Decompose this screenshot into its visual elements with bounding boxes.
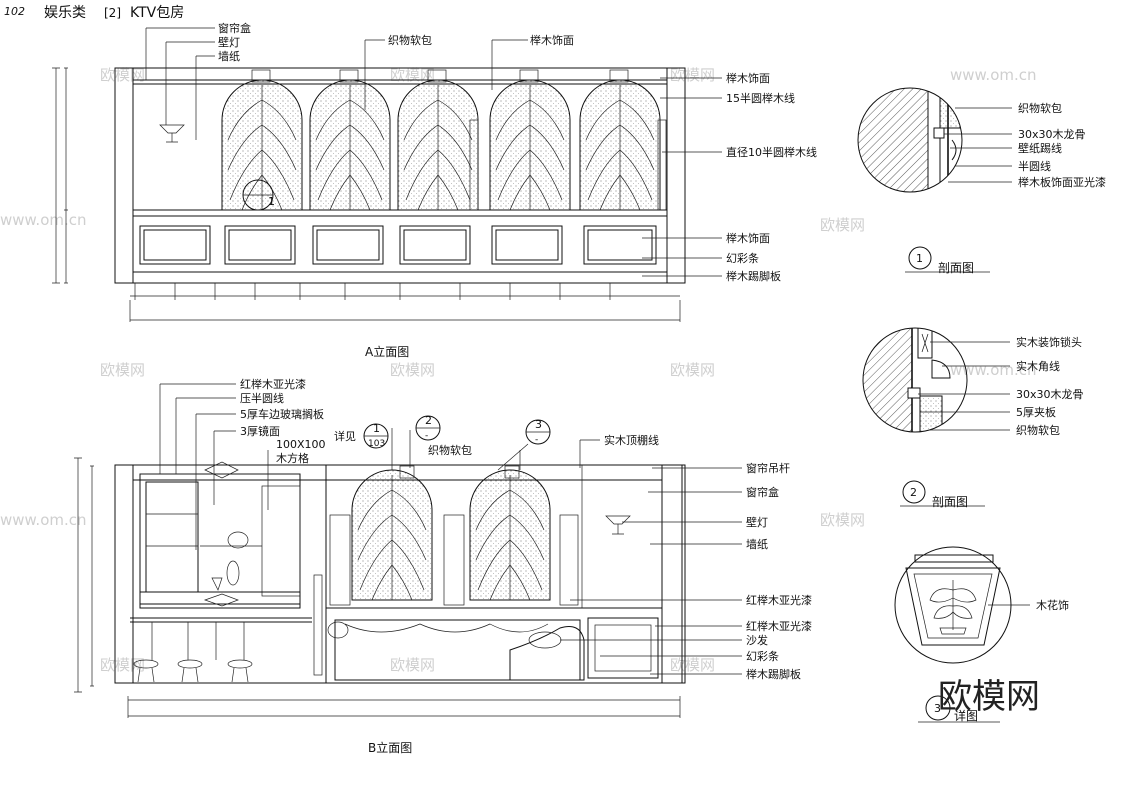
label: 沙发 [746, 633, 768, 647]
svg-text:www.om.cn: www.om.cn [950, 361, 1037, 379]
svg-text:欧模网: 欧模网 [100, 656, 145, 674]
detail-title: 详图 [954, 708, 978, 723]
sheet-header: 102 娱乐类 [2] KTV包房 [4, 5, 184, 21]
elevation-a-title: A立面图 [365, 344, 409, 359]
label: 压半圆线 [240, 391, 284, 405]
sheet-title: KTV包房 [130, 5, 184, 21]
label: 织物软包 [1018, 101, 1062, 115]
section-2-number: 2 [910, 486, 917, 499]
label: 30x30木龙骨 [1016, 388, 1084, 401]
callout-b2-sheet: - [425, 431, 428, 441]
label: 织物软包 [388, 33, 432, 47]
label: 木方格 [276, 451, 309, 465]
label: 半圆线 [1018, 159, 1051, 173]
label: 幻彩条 [726, 251, 759, 265]
label: 榉木板饰面亚光漆 [1018, 175, 1106, 189]
label: 5厚车边玻璃搁板 [240, 407, 324, 421]
label: 窗帘盒 [218, 21, 251, 35]
callout-b3-number: 3 [535, 418, 542, 431]
detail-3: 木花饰 3 详图 [894, 546, 1069, 723]
label: 实木装饰锁头 [1016, 335, 1082, 349]
label: 壁灯 [746, 515, 768, 529]
label: 红榉木亚光漆 [240, 377, 306, 391]
label: 红榉木亚光漆 [746, 619, 812, 633]
label: 直径10半圆榉木线 [726, 145, 817, 159]
label: 榉木踢脚板 [726, 269, 781, 283]
label: 墙纸 [218, 49, 240, 63]
label: 榉木饰面 [726, 231, 770, 245]
section-1-title: 剖面图 [938, 261, 974, 275]
label: 红榉木亚光漆 [746, 593, 812, 607]
callout-b3-sheet: - [535, 435, 538, 445]
label: 5厚夹板 [1016, 405, 1056, 419]
svg-text:欧模网: 欧模网 [670, 66, 715, 84]
label: 榉木踢脚板 [746, 667, 801, 681]
label: 实木顶棚线 [604, 433, 659, 447]
label: 详见 [334, 429, 356, 443]
label: 幻彩条 [746, 649, 779, 663]
section-1: 织物软包 30x30木龙骨 壁纸踢线 半圆线 榉木板饰面亚光漆 1 剖面图 [857, 87, 1106, 275]
watermarks: 欧模网 欧模网 欧模网 www.om.cn 欧模网 欧模网 欧模网 欧模网 ww… [0, 66, 1037, 674]
page-number: 102 [4, 5, 25, 18]
label: 壁灯 [218, 35, 240, 49]
svg-text:欧模网: 欧模网 [820, 216, 865, 234]
label: 3厚镜面 [240, 424, 280, 438]
detail-number: 3 [934, 702, 941, 715]
label: 实木角线 [1016, 359, 1060, 373]
label: 织物软包 [428, 443, 472, 457]
label: 墙纸 [746, 537, 768, 551]
label: 窗帘盒 [746, 485, 779, 499]
svg-text:欧模网: 欧模网 [670, 656, 715, 674]
label: 30x30木龙骨 [1018, 128, 1086, 141]
callout-b1-number: 1 [373, 422, 380, 435]
label: 100X100 [276, 438, 326, 451]
label: 织物软包 [1016, 423, 1060, 437]
label: 壁纸踢线 [1018, 141, 1062, 155]
elevation-a: 1 窗帘盒 壁灯 墙纸 织物软包 榉木饰面 榉木饰面 15半圆榉木线 直径10半… [52, 21, 817, 359]
svg-text:www.om.cn: www.om.cn [0, 211, 87, 229]
svg-text:欧模网: 欧模网 [100, 361, 145, 379]
label: 窗帘吊杆 [746, 461, 790, 475]
label: 15半圆榉木线 [726, 91, 795, 105]
svg-text:欧模网: 欧模网 [670, 361, 715, 379]
label: 榉木饰面 [530, 33, 574, 47]
callout-b1-sheet: 103 [368, 439, 385, 449]
callout-a-number: 1 [268, 195, 275, 208]
label: 木花饰 [1036, 598, 1069, 612]
svg-text:www.om.cn: www.om.cn [950, 66, 1037, 84]
brand-logo: 欧模网 [938, 677, 1040, 717]
svg-text:欧模网: 欧模网 [820, 511, 865, 529]
svg-text:欧模网: 欧模网 [390, 361, 435, 379]
svg-text:欧模网: 欧模网 [390, 656, 435, 674]
section-2: 实木装饰锁头 实木角线 30x30木龙骨 5厚夹板 织物软包 2 剖面图 [862, 327, 1084, 509]
label: 榉木饰面 [726, 71, 770, 85]
category-index: [2] [104, 6, 121, 20]
svg-text:www.om.cn: www.om.cn [0, 511, 87, 529]
svg-text:欧模网: 欧模网 [100, 66, 145, 84]
elevation-b-title: B立面图 [368, 740, 412, 755]
elevation-b: 1 103 2 - 3 - 红榉木亚光漆 压半圆线 5厚车边玻璃搁板 3厚镜面 … [74, 377, 812, 755]
section-1-number: 1 [916, 252, 923, 265]
section-2-title: 剖面图 [932, 495, 968, 509]
category-label: 娱乐类 [44, 5, 86, 21]
callout-b2-number: 2 [425, 414, 432, 427]
